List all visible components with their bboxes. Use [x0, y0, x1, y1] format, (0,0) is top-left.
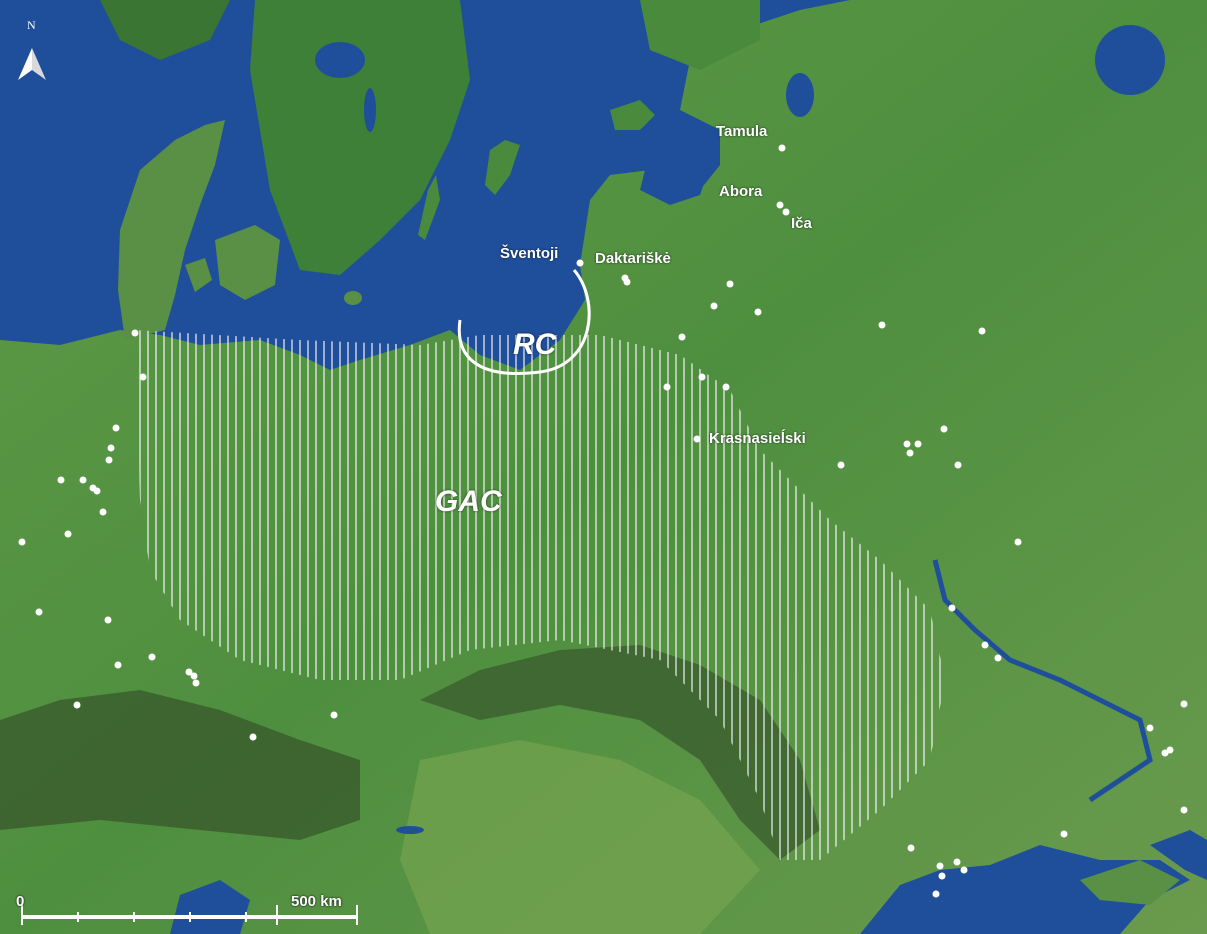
site-dot-icon[interactable]: [776, 201, 784, 209]
site-dot-icon[interactable]: [948, 604, 956, 612]
site-dot-icon[interactable]: [726, 280, 734, 288]
site-dot-icon[interactable]: [954, 461, 962, 469]
scandinavia: [250, 0, 470, 275]
scale-distance-label: 500 km: [291, 893, 342, 910]
denmark-fyn: [185, 258, 212, 292]
site-dot-icon[interactable]: [914, 440, 922, 448]
site-dot-icon[interactable]: [1060, 830, 1068, 838]
site-dot-icon[interactable]: [114, 661, 122, 669]
place-label-sventoji[interactable]: Šventoji: [500, 245, 559, 262]
dnieper-river: [932, 559, 1153, 803]
gotland-island: [485, 140, 520, 195]
place-label-daktariske[interactable]: Daktariškė: [595, 250, 671, 267]
site-dot-icon[interactable]: [1014, 538, 1022, 546]
site-dots-layer: [18, 144, 1188, 898]
site-dot-icon[interactable]: [79, 476, 87, 484]
site-dot-icon[interactable]: [960, 866, 968, 874]
site-dot-icon[interactable]: [623, 278, 631, 286]
place-label-krasnasielski[interactable]: Krasnasieĺski: [709, 430, 806, 447]
place-label-abora[interactable]: Abora: [719, 183, 763, 200]
place-label-ica[interactable]: Iča: [791, 215, 812, 232]
site-dot-icon[interactable]: [1166, 746, 1174, 754]
site-dot-icon[interactable]: [778, 144, 786, 152]
scale-bar-icon: [21, 905, 358, 925]
site-dot-icon[interactable]: [953, 858, 961, 866]
site-dot-icon[interactable]: [978, 327, 986, 335]
site-dot-icon[interactable]: [698, 373, 706, 381]
lake-balaton: [396, 826, 424, 834]
lake-peipus: [786, 73, 814, 117]
site-dot-icon[interactable]: [73, 701, 81, 709]
site-dot-icon[interactable]: [192, 679, 200, 687]
black-sea: [900, 870, 1100, 934]
site-dot-icon[interactable]: [190, 672, 198, 680]
site-dot-icon[interactable]: [57, 476, 65, 484]
region-label-rc[interactable]: RC: [513, 328, 557, 361]
place-label-tamula[interactable]: Tamula: [716, 123, 768, 140]
site-dot-icon[interactable]: [678, 333, 686, 341]
site-dot-icon[interactable]: [981, 641, 989, 649]
saaremaa-island: [610, 100, 655, 130]
site-dot-icon[interactable]: [249, 733, 257, 741]
site-dot-icon[interactable]: [837, 461, 845, 469]
site-dot-icon[interactable]: [907, 844, 915, 852]
site-dot-icon[interactable]: [148, 653, 156, 661]
site-dot-icon[interactable]: [710, 302, 718, 310]
alps-region: [0, 690, 360, 840]
site-dot-icon[interactable]: [906, 449, 914, 457]
site-dot-icon[interactable]: [105, 456, 113, 464]
denmark-jutland: [118, 120, 225, 340]
site-dot-icon[interactable]: [139, 373, 147, 381]
site-dot-icon[interactable]: [994, 654, 1002, 662]
site-dot-icon[interactable]: [93, 487, 101, 495]
site-dot-icon[interactable]: [64, 530, 72, 538]
site-dot-icon[interactable]: [938, 872, 946, 880]
site-dot-icon[interactable]: [663, 383, 671, 391]
scale-zero-label: 0: [16, 893, 25, 910]
site-dot-icon[interactable]: [35, 608, 43, 616]
lake-ladoga: [1095, 25, 1165, 95]
crimea: [1080, 860, 1180, 905]
sea-of-azov: [1150, 830, 1207, 880]
site-dot-icon[interactable]: [185, 668, 193, 676]
gulf-of-riga: [640, 130, 715, 205]
site-dot-icon[interactable]: [903, 440, 911, 448]
site-dot-icon[interactable]: [754, 308, 762, 316]
site-dot-icon[interactable]: [936, 862, 944, 870]
gac-hatch-area: [135, 330, 945, 860]
site-dot-icon[interactable]: [112, 424, 120, 432]
site-dot-icon[interactable]: [722, 383, 730, 391]
site-dot-icon[interactable]: [782, 208, 790, 216]
rc-boundary-arc: [457, 269, 591, 375]
site-dot-icon[interactable]: [940, 425, 948, 433]
north-arrow-icon: [18, 48, 46, 80]
pannonian-basin: [400, 740, 760, 934]
site-dot-icon[interactable]: [104, 616, 112, 624]
norway-coast: [100, 0, 230, 60]
site-dot-icon[interactable]: [131, 329, 139, 337]
site-dot-icon[interactable]: [1180, 700, 1188, 708]
site-dot-icon[interactable]: [18, 538, 26, 546]
site-dot-icon[interactable]: [576, 259, 584, 267]
site-dot-icon[interactable]: [99, 508, 107, 516]
bornholm-island: [344, 291, 362, 305]
site-dot-icon[interactable]: [932, 890, 940, 898]
lake-vanern: [315, 42, 365, 78]
site-dot-icon[interactable]: [878, 321, 886, 329]
finland-coast: [640, 0, 760, 70]
site-dot-icon[interactable]: [107, 444, 115, 452]
north-label: N: [27, 18, 36, 32]
site-dot-icon[interactable]: [1180, 806, 1188, 814]
site-dot-icon[interactable]: [330, 711, 338, 719]
site-dot-icon[interactable]: [693, 435, 701, 443]
denmark-zealand: [215, 225, 280, 300]
site-dot-icon[interactable]: [1146, 724, 1154, 732]
lake-vattern: [364, 88, 376, 132]
region-label-gac[interactable]: GAC: [435, 485, 502, 518]
oland-island: [418, 175, 440, 240]
